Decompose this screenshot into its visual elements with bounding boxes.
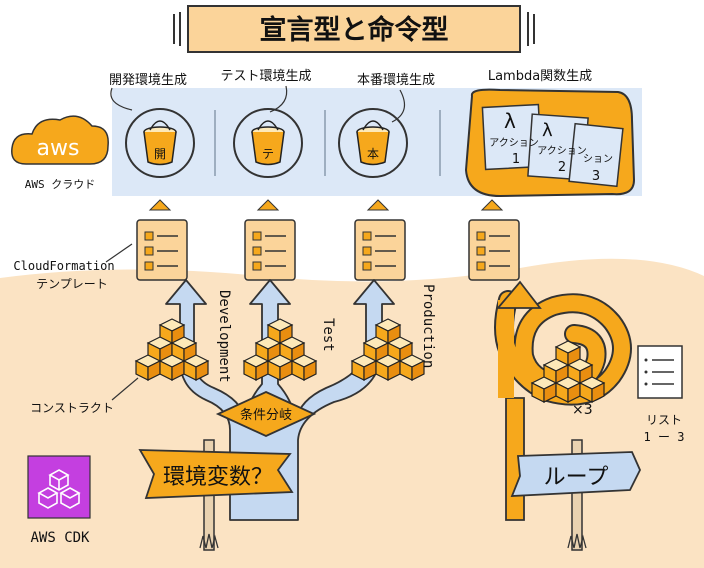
lambda-card-3-text: ション <box>583 154 613 165</box>
aws-logo-text: aws <box>37 136 80 161</box>
construct-label: コンストラクト <box>30 401 114 415</box>
condition-label: 条件分岐 <box>240 407 292 423</box>
sign-right-text: ループ <box>544 465 609 490</box>
bucket-prod-mark: 本 <box>367 147 379 161</box>
lambda-card-3-num: 3 <box>592 169 600 184</box>
cfn-template-prod-icon <box>354 219 406 281</box>
bucket-prod: 本 <box>338 108 408 178</box>
page-title: 宣言型と命令型 <box>260 14 449 46</box>
sign-left-text: 環境変数？ <box>163 465 273 490</box>
lambda-label: Lambda関数生成 <box>488 69 592 84</box>
list-label-2: 1 ー 3 <box>644 430 685 444</box>
cfn-label-line2: テンプレート <box>36 277 108 291</box>
lambda-card-1-symbol: λ <box>504 109 516 133</box>
env-label-dev: 開発環境生成 <box>109 73 187 88</box>
bucket-test: テ <box>233 108 303 178</box>
aws-cdk-label: AWS CDK <box>30 530 90 546</box>
aws-cloud-label: AWS クラウド <box>25 178 96 191</box>
cfn-template-lambda-icon <box>468 219 520 281</box>
lambda-functions-group: λ アクション 1 λ アクション 2 ション 3 <box>464 88 636 198</box>
list-label-1: リスト <box>646 413 682 427</box>
env-label-prod: 本番環境生成 <box>357 73 435 88</box>
lambda-card-2-num: 2 <box>558 160 566 175</box>
branch-label-production: Production <box>420 284 436 368</box>
bucket-dev-mark: 開 <box>154 147 166 161</box>
branch-label-test: Test <box>320 318 336 352</box>
condition-diamond: 条件分岐 <box>215 391 317 437</box>
sign-right: ループ <box>510 439 641 551</box>
branch-label-development: Development <box>216 290 232 383</box>
bucket-dev: 開 <box>125 108 195 178</box>
sign-left: 環境変数？ <box>138 439 294 551</box>
bucket-test-mark: テ <box>262 147 274 161</box>
list-icon <box>637 345 683 399</box>
cfn-label-line1: CloudFormation <box>13 259 114 273</box>
title-banner: 宣言型と命令型 <box>173 5 535 53</box>
env-label-test: テスト環境生成 <box>220 69 311 84</box>
lambda-card-2-text: アクション <box>537 145 587 157</box>
lambda-card-2-symbol: λ <box>542 120 553 141</box>
cfn-template-dev-icon <box>136 219 188 281</box>
aws-cdk-logo-icon <box>27 455 91 519</box>
cfn-template-test-icon <box>244 219 296 281</box>
loop-count: ×3 <box>572 402 593 418</box>
lambda-card-1-num: 1 <box>512 152 520 167</box>
lambda-card-1-text: アクション <box>489 137 539 149</box>
aws-logo-icon: aws <box>11 115 109 165</box>
